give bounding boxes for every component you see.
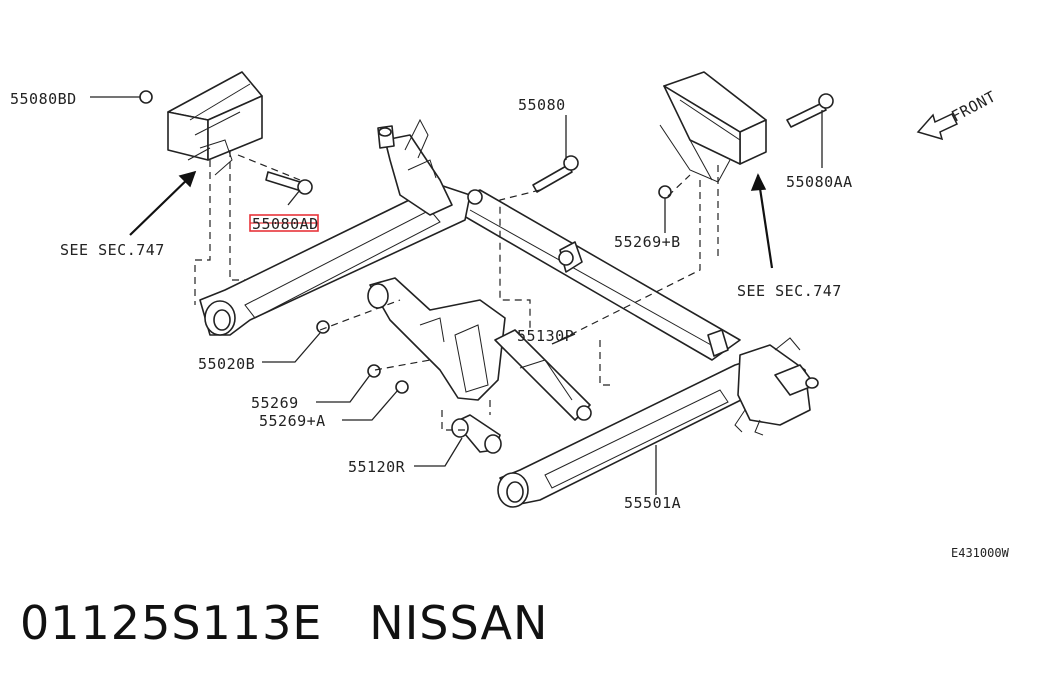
label-55501A: 55501A	[624, 494, 681, 512]
right-knuckle	[734, 337, 819, 436]
fasteners	[139, 90, 834, 394]
nut-55269A	[395, 380, 409, 394]
label-see-sec-right: SEE SEC.747	[737, 282, 842, 300]
label-55120R: 55120R	[348, 458, 406, 476]
right-body-rail	[659, 71, 767, 183]
label-55080AA: 55080AA	[786, 173, 853, 191]
label-55269B: 55269+B	[614, 233, 681, 251]
left-knuckle	[377, 118, 453, 216]
footer-title: 01125S113E NISSAN	[20, 596, 548, 650]
bolt-55080	[532, 164, 573, 193]
leader-lines	[90, 96, 823, 495]
footer-part-number: 01125S113E	[20, 596, 323, 650]
label-55130P: 55130P	[517, 327, 574, 345]
nut-55020B	[316, 320, 330, 334]
left-body-rail	[167, 71, 263, 176]
nut-55269B	[658, 185, 672, 199]
label-55020B: 55020B	[198, 355, 255, 373]
lateral-link	[494, 329, 592, 421]
label-55269A: 55269+A	[259, 412, 326, 430]
bolt-55080AA	[786, 102, 827, 128]
control-link	[451, 414, 502, 454]
footer-brand: NISSAN	[369, 596, 549, 650]
label-55080: 55080	[518, 96, 566, 114]
label-see-sec-left: SEE SEC.747	[60, 241, 165, 259]
diff-mount	[367, 277, 506, 401]
label-55269: 55269	[251, 394, 299, 412]
alignment-dashes	[194, 150, 719, 431]
left-trailing-arm	[199, 184, 483, 336]
front-arrow-icon	[916, 113, 959, 141]
label-front: FRONT	[948, 87, 999, 125]
see-sec-arrows	[129, 170, 774, 269]
label-drawing-code: E431000W	[951, 546, 1010, 560]
bolt-55080AD	[265, 171, 301, 191]
nut-55080BD	[139, 90, 153, 104]
label-55080AD: 55080AD	[252, 215, 319, 233]
nut-55269	[367, 364, 381, 378]
label-55080BD: 55080BD	[10, 90, 77, 108]
